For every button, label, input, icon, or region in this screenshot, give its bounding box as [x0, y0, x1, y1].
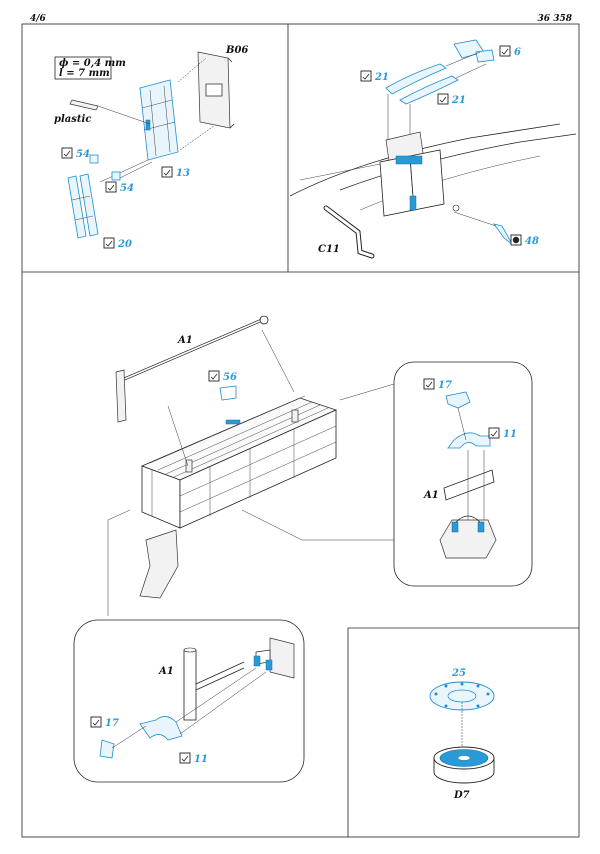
fold-check-icon: [437, 93, 449, 105]
truck-bed-assembly: A1 56: [107, 315, 395, 616]
fold-check-icon: [423, 378, 435, 390]
panel-b06: ϕ = 0,4 mm l = 7 mm plastic B06: [54, 45, 248, 250]
part-number-21b: 21: [451, 95, 466, 106]
fold-check-icon: [499, 45, 511, 57]
label-a1-main: A1: [177, 335, 193, 346]
part-number-11-left: 11: [194, 754, 208, 765]
part-48: [493, 223, 513, 245]
part-number-21a: 21: [374, 72, 389, 83]
fold-check-icon: [488, 427, 500, 439]
part-c11-crank: [323, 205, 375, 259]
detail-bubble-right: A1 17 11: [393, 361, 533, 587]
fold-check-icon: [208, 370, 220, 382]
spec-length: l = 7 mm: [59, 68, 110, 79]
part-17-right: [445, 391, 471, 409]
part-number-56: 56: [223, 372, 237, 383]
divider-d7-panel: [347, 627, 579, 837]
plastic-label: plastic: [54, 114, 91, 125]
part-54-a: [89, 154, 99, 164]
part-13-panel: [139, 79, 179, 161]
bracket-assembly: [379, 131, 445, 217]
part-21-a: [385, 63, 447, 95]
part-number-13: 13: [176, 168, 190, 179]
page-number: 4/6: [30, 14, 46, 24]
fold-check-icon: [105, 181, 117, 193]
label-d7: D7: [453, 790, 470, 801]
part-56-installed: [225, 419, 241, 425]
part-6: [453, 39, 495, 63]
fold-check-icon: [90, 716, 102, 728]
spec-box: [54, 56, 112, 80]
fold-check-icon: [161, 166, 173, 178]
part-56: [219, 385, 237, 401]
part-number-17-right: 17: [438, 380, 452, 391]
page-frame: [21, 23, 580, 838]
part-number-17-left: 17: [105, 718, 119, 729]
part-d7-drum: [433, 746, 495, 784]
plastic-rod: [69, 99, 99, 111]
fold-check-icon: [61, 147, 73, 159]
fold-check-icon: [360, 70, 372, 82]
spec-diameter: ϕ = 0,4 mm: [59, 58, 126, 69]
part-20-ladder: [67, 173, 99, 239]
fold-check-icon: [179, 752, 191, 764]
part-17-left: [99, 739, 115, 759]
label-b06: B06: [225, 45, 248, 56]
part-11-left: [139, 716, 183, 741]
part-number-54a: 54: [76, 149, 90, 160]
part-54-b: [111, 171, 121, 181]
part-number-11-right: 11: [503, 429, 517, 440]
part-number-6: 6: [514, 47, 521, 58]
detail-bubble-left: A1 17 11: [73, 619, 305, 783]
bend-circle-icon: [510, 234, 522, 246]
part-number-48: 48: [525, 236, 539, 247]
label-a1-detail-right: A1: [423, 490, 439, 501]
panel-c11: C11 6 21 21 48: [289, 39, 577, 259]
part-11-right: [447, 432, 491, 449]
product-code: 36 358: [537, 14, 572, 24]
part-number-54b: 54: [120, 183, 134, 194]
fold-check-icon: [103, 237, 115, 249]
label-a1-detail-left: A1: [158, 666, 174, 677]
panel-d7: 25 D7: [429, 668, 495, 801]
part-number-25: 25: [451, 668, 466, 679]
part-b06-plate: [197, 51, 235, 129]
label-c11: C11: [318, 244, 340, 255]
part-number-20: 20: [117, 239, 132, 250]
part-21-b: [399, 75, 459, 105]
